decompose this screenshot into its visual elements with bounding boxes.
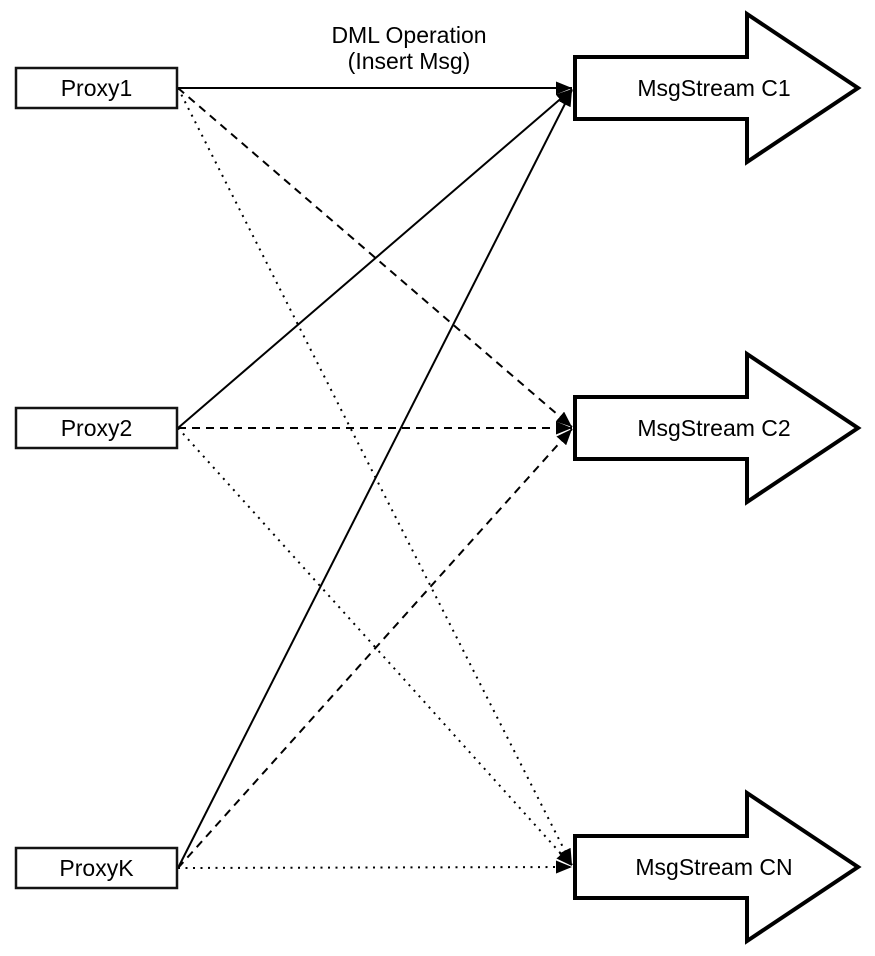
msgstream-c2-label: MsgStream C2 — [637, 415, 790, 441]
edge-label-line2: (Insert Msg) — [348, 48, 471, 74]
stream-node-c1: MsgStream C1 — [573, 10, 862, 166]
proxy2-label: Proxy2 — [61, 415, 133, 441]
msgstream-cn-label: MsgStream CN — [635, 854, 792, 880]
stream-node-cn: MsgStream CN — [573, 789, 862, 945]
edge-label-line1: DML Operation — [331, 22, 486, 48]
msgstream-c2-arrow — [573, 350, 862, 506]
proxy1-label: Proxy1 — [61, 75, 133, 101]
edge-proxy1-to-cn — [177, 87, 573, 866]
edge-proxyk-to-c2 — [177, 428, 573, 869]
msgstream-c1-label: MsgStream C1 — [637, 75, 790, 101]
proxy-node-1: Proxy1 — [14, 66, 179, 110]
edge-label: DML Operation (Insert Msg) — [331, 22, 486, 74]
edge-proxy2-to-cn — [177, 427, 573, 867]
proxy-node-k: ProxyK — [14, 846, 179, 890]
edge-proxy1-to-c2 — [177, 87, 573, 428]
proxy-node-2: Proxy2 — [14, 406, 179, 450]
edge-proxy2-to-c1 — [177, 88, 573, 429]
proxy1-box — [14, 66, 179, 110]
msgstream-c1-arrow — [573, 10, 862, 166]
proxy2-box — [14, 406, 179, 450]
proxyk-box — [14, 846, 179, 890]
edge-proxyk-to-cn — [177, 860, 573, 874]
stream-node-c2: MsgStream C2 — [573, 350, 862, 506]
edges-group — [177, 81, 573, 874]
edge-proxyk-to-c1 — [177, 89, 573, 869]
proxyk-label: ProxyK — [59, 855, 134, 881]
msgstream-cn-arrow — [573, 789, 862, 945]
